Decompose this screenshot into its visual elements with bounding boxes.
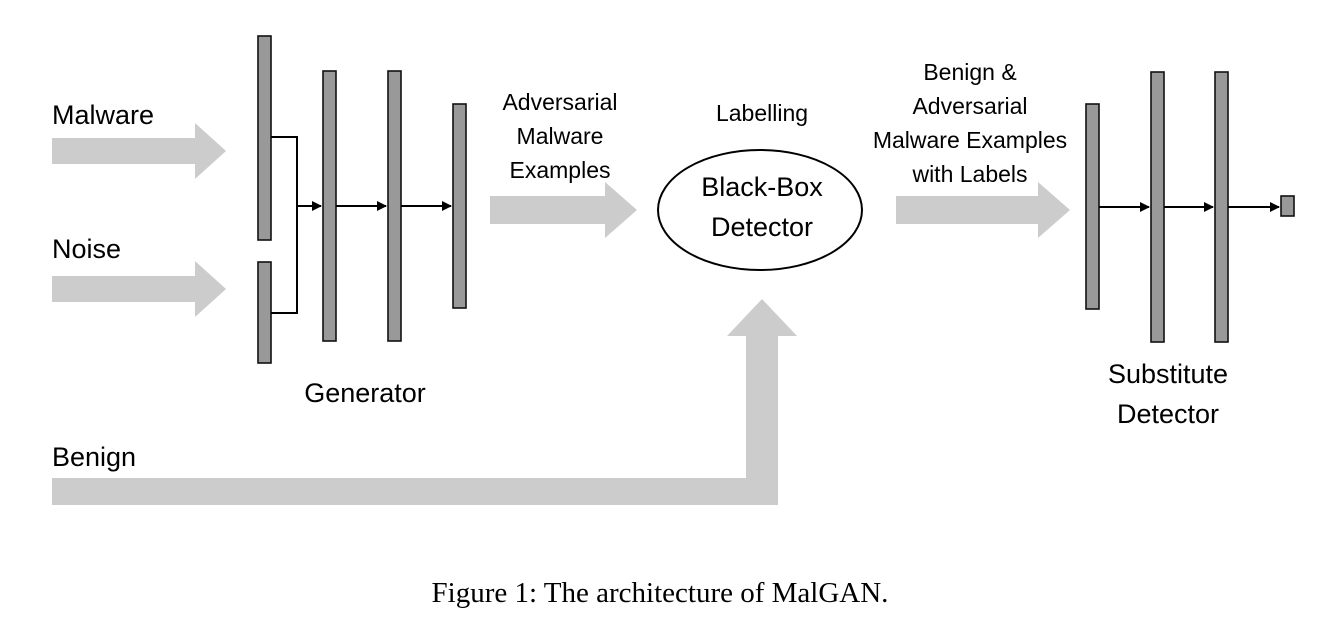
generator-network [257, 35, 467, 364]
black-box-detector-label-line-2: Detector [711, 212, 813, 242]
generator-noise-input-layer [257, 261, 272, 364]
substitute-output-unit [1280, 195, 1295, 217]
output-examples-line-2: Adversarial [912, 93, 1027, 119]
generator-malware-input-layer [257, 35, 272, 241]
noise-label: Noise [52, 234, 121, 264]
output-examples-line-4: with Labels [911, 161, 1027, 187]
malware-input-arrow [52, 123, 226, 179]
substitute-hidden-layer-2 [1214, 71, 1229, 343]
generator-label: Generator [304, 378, 426, 408]
benign-label: Benign [52, 442, 136, 472]
output-examples-line-1: Benign & [923, 59, 1016, 85]
black-box-detector-label-line-1: Black-Box [701, 172, 823, 202]
labelling-label: Labelling [716, 100, 808, 126]
substitute-input-layer [1085, 103, 1100, 310]
substitute-detector-network [1085, 71, 1295, 343]
adversarial-examples-arrow [490, 182, 637, 238]
adversarial-label-line-3: Examples [510, 157, 611, 183]
generator-hidden-layer-2 [387, 70, 402, 342]
substitute-hidden-layer-1 [1150, 71, 1165, 343]
generator-hidden-layer-1 [322, 70, 337, 342]
adversarial-label-line-2: Malware [517, 123, 604, 149]
labelled-examples-arrow [896, 182, 1070, 238]
generator-output-layer [452, 103, 467, 309]
substitute-detector-label-line-2: Detector [1117, 399, 1219, 429]
malware-label: Malware [52, 100, 154, 130]
adversarial-label-line-1: Adversarial [502, 89, 617, 115]
generator-merge-connector [271, 136, 298, 314]
figure-caption: Figure 1: The architecture of MalGAN. [432, 577, 889, 609]
output-examples-line-3: Malware Examples [873, 127, 1067, 153]
substitute-detector-label-line-1: Substitute [1108, 359, 1228, 389]
noise-input-arrow [52, 261, 226, 317]
black-box-detector [657, 149, 863, 271]
benign-input-arrow [52, 299, 797, 505]
